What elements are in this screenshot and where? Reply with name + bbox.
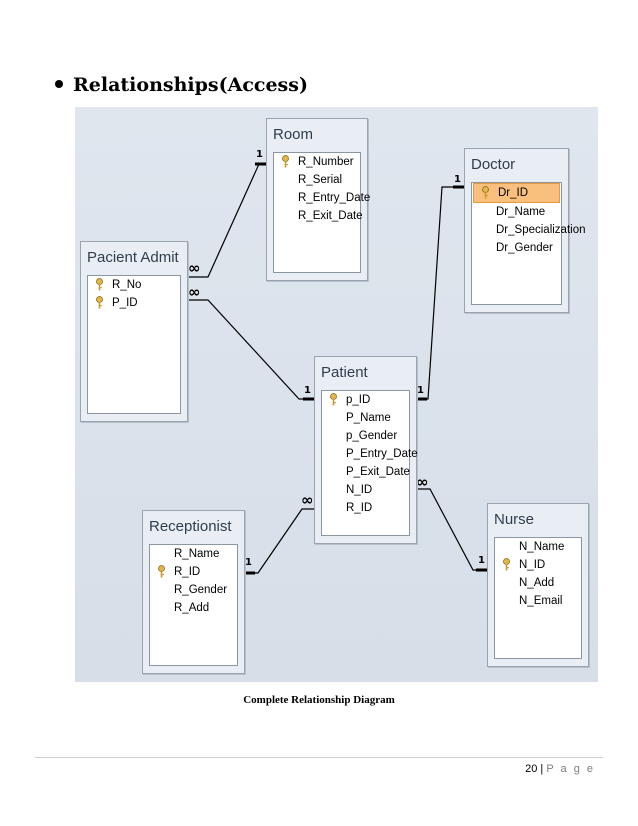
field-name: N_ID: [346, 484, 373, 496]
field-row[interactable]: N_Email: [495, 592, 581, 610]
field-name: R_Gender: [174, 584, 228, 596]
field-row[interactable]: P_Exit_Date: [322, 463, 410, 481]
primary-key-icon: [503, 558, 510, 571]
field-name: P_ID: [112, 297, 138, 309]
field-name: N_Email: [519, 595, 563, 607]
field-name: R_Exit_Date: [298, 210, 363, 222]
field-name: R_ID: [346, 502, 373, 514]
field-row[interactable]: N_ID: [495, 556, 581, 574]
rel-patient-nurse-to-label: 1: [478, 555, 485, 566]
relationship-lines: ∞ 1 ∞ 1 1 1 1 ∞ ∞ 1: [186, 149, 488, 575]
field-row[interactable]: Dr_ID: [473, 183, 560, 203]
field-name: Dr_Name: [496, 206, 546, 218]
field-name: R_ID: [174, 566, 201, 578]
field-name: p_ID: [346, 394, 371, 406]
rel-line-receptionist-patient: [243, 508, 315, 574]
field-name: P_Entry_Date: [346, 448, 418, 460]
field-row[interactable]: N_Add: [495, 574, 581, 592]
rel-admit-patient-from-label: ∞: [188, 283, 201, 301]
field-name: R_Number: [298, 156, 354, 168]
field-row[interactable]: R_Number: [274, 153, 360, 171]
field-row[interactable]: p_ID: [322, 391, 409, 409]
field-row[interactable]: P_Name: [322, 409, 409, 427]
field-row[interactable]: R_Exit_Date: [274, 207, 363, 225]
field-name: Dr_Specialization: [496, 224, 586, 236]
page-number: 20: [525, 763, 538, 775]
rel-admit-patient-to-label: 1: [304, 385, 311, 396]
bullet-icon: [55, 80, 63, 88]
figure-caption: Complete Relationship Diagram: [243, 694, 395, 706]
field-row[interactable]: R_Entry_Date: [274, 189, 370, 207]
rel-receptionist-patient-to-label: ∞: [301, 491, 314, 509]
section-heading: Relationships(Access): [55, 74, 308, 96]
field-row[interactable]: R_Add: [150, 599, 237, 617]
field-name: R_Entry_Date: [298, 192, 371, 204]
field-name: N_Add: [519, 577, 555, 589]
rel-patient-doctor-from-label: 1: [417, 385, 424, 396]
field-name: Dr_Gender: [496, 242, 553, 254]
rel-line-admit-patient: [186, 299, 315, 400]
field-name: Dr_ID: [498, 187, 529, 199]
page-word: P a g e: [546, 763, 595, 775]
field-name: P_Name: [346, 412, 391, 424]
field-row[interactable]: p_Gender: [322, 427, 409, 445]
primary-key-icon: [96, 296, 103, 309]
field-row[interactable]: Dr_Name: [472, 203, 561, 221]
table-pacient-admit-title: Pacient Admit: [87, 249, 179, 266]
section-heading-text: Relationships(Access): [73, 74, 308, 96]
rel-patient-doctor-to-label: 1: [454, 174, 461, 185]
field-name: P_Exit_Date: [346, 466, 410, 478]
field-name: N_ID: [519, 559, 546, 571]
field-row[interactable]: R_No: [88, 276, 180, 294]
field-row[interactable]: Dr_Specialization: [472, 221, 586, 239]
table-receptionist-title: Receptionist: [149, 518, 232, 535]
field-name: R_Serial: [298, 174, 343, 186]
field-name: R_Add: [174, 602, 210, 614]
field-name: R_No: [112, 279, 142, 291]
primary-key-icon: [158, 565, 165, 578]
table-nurse-title: Nurse: [494, 511, 535, 528]
rel-receptionist-patient-from-label: 1: [245, 557, 252, 568]
table-room-title: Room: [273, 126, 314, 143]
primary-key-icon: [330, 393, 337, 406]
field-row[interactable]: Dr_Gender: [472, 239, 561, 257]
footer-divider: [35, 757, 603, 758]
primary-key-icon: [482, 186, 489, 199]
field-name: p_Gender: [346, 430, 398, 442]
field-row[interactable]: R_Name: [150, 545, 237, 563]
field-row[interactable]: R_ID: [322, 499, 409, 517]
field-name: N_Name: [519, 541, 565, 553]
page-footer: 20 | P a g e: [525, 763, 595, 775]
rel-admit-room-from-label: ∞: [188, 259, 201, 277]
primary-key-icon: [96, 278, 103, 291]
field-row[interactable]: P_Entry_Date: [322, 445, 418, 463]
table-doctor-title: Doctor: [471, 156, 516, 173]
field-row[interactable]: R_ID: [150, 563, 237, 581]
rel-patient-nurse-from-label: ∞: [416, 473, 429, 491]
footer-separator: |: [540, 763, 544, 775]
field-row[interactable]: N_Name: [495, 538, 581, 556]
rel-admit-room-to-label: 1: [256, 149, 263, 160]
field-row[interactable]: N_ID: [322, 481, 409, 499]
field-name: R_Name: [174, 548, 220, 560]
field-row[interactable]: R_Serial: [274, 171, 360, 189]
primary-key-icon: [282, 155, 289, 168]
table-patient-title: Patient: [321, 364, 368, 381]
field-row[interactable]: R_Gender: [150, 581, 237, 599]
rel-line-patient-doctor: [415, 186, 465, 400]
field-row[interactable]: P_ID: [88, 294, 180, 312]
